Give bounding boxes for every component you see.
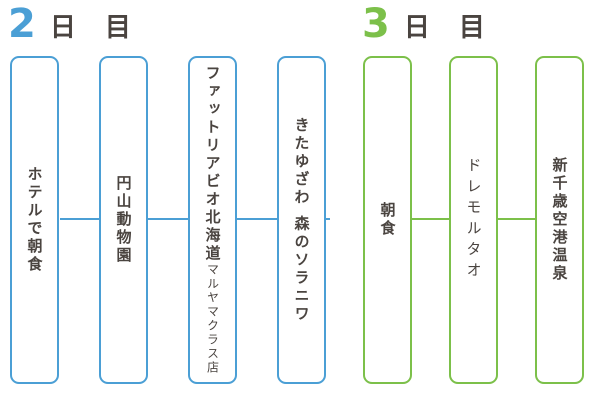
stop-box: ドレモルタオ — [449, 56, 498, 384]
day-number: 2 — [8, 1, 36, 47]
day-2-heading: 2 日 目 — [8, 2, 141, 44]
stop-label: ドレモルタオ — [464, 157, 483, 283]
stop-box: ホテルで朝食 — [10, 56, 59, 384]
stop-label: 新千歳空港温泉 — [550, 157, 569, 283]
stop-label: ファットリアビオ北海道マルヤマクラス店 — [203, 65, 223, 375]
stop-label: 円山動物園 — [114, 175, 133, 265]
stop-label: ホテルで朝食 — [25, 166, 44, 274]
day-number: 3 — [362, 1, 390, 47]
stop-label: 朝食 — [378, 202, 397, 238]
day-suffix: 日 目 — [403, 13, 495, 43]
stop-box: 新千歳空港温泉 — [535, 56, 584, 384]
stop-box: きたゆざわ 森のソラニワ — [277, 56, 326, 384]
stop-box: ファットリアビオ北海道マルヤマクラス店 — [188, 56, 237, 384]
stop-label-main: ファットリアビオ北海道 — [203, 65, 222, 263]
day-suffix: 日 目 — [49, 13, 141, 43]
stop-label-sub: マルヤマクラス店 — [205, 263, 220, 375]
stop-box: 朝食 — [363, 56, 412, 384]
stop-box: 円山動物園 — [99, 56, 148, 384]
stop-label: きたゆざわ 森のソラニワ — [292, 116, 311, 324]
day-3-heading: 3 日 目 — [362, 2, 495, 44]
